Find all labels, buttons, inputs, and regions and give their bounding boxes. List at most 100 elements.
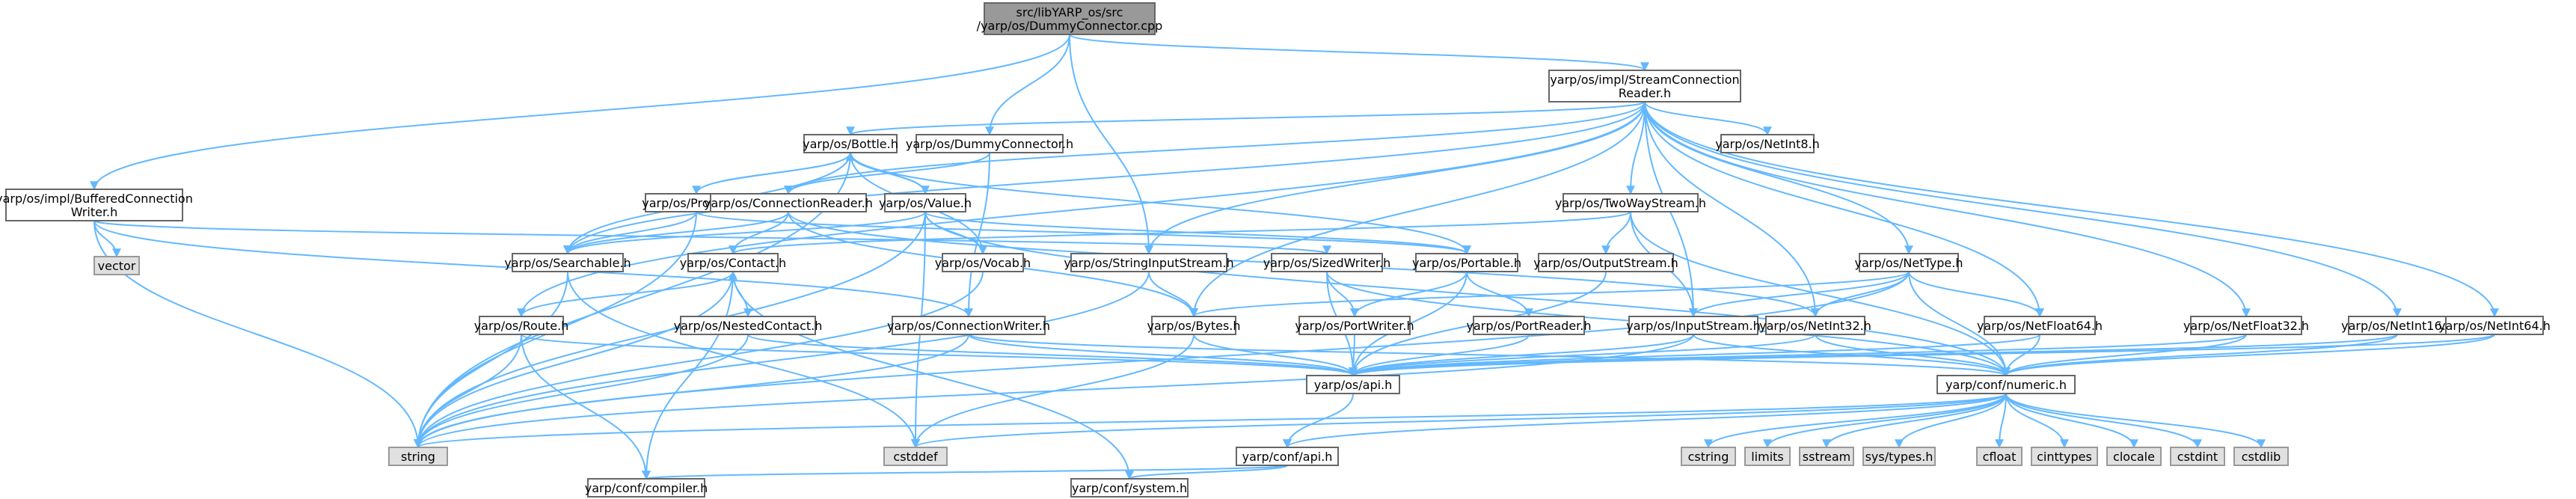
node-numeric[interactable]: yarp/conf/numeric.h	[1936, 375, 2076, 394]
edge-scr-to-netint16	[1644, 101, 2402, 318]
node-box-netint8	[1720, 134, 1815, 153]
node-label-route: yarp/os/Route.h	[474, 319, 569, 333]
edge-numeric-to-cstddef	[911, 393, 2007, 449]
node-label-sizedwriter: yarp/os/SizedWriter.h	[1263, 256, 1391, 270]
node-portreader[interactable]: yarp/os/PortReader.h	[1466, 316, 1592, 335]
node-box-limits	[1744, 447, 1791, 466]
node-twoway[interactable]: yarp/os/TwoWayStream.h	[1555, 193, 1706, 212]
edge-scr-to-route	[517, 101, 1646, 318]
edge-portable-to-portreader	[1466, 271, 1533, 318]
node-vocab[interactable]: yarp/os/Vocab.h	[935, 253, 1031, 272]
node-netint8[interactable]: yarp/os/NetInt8.h	[1715, 134, 1820, 153]
node-contact[interactable]: yarp/os/Contact.h	[680, 253, 786, 272]
edge-value-to-numeric	[924, 211, 2011, 377]
node-connreader[interactable]: yarp/os/ConnectionReader.h	[704, 193, 873, 212]
node-sizedwriter[interactable]: yarp/os/SizedWriter.h	[1263, 253, 1391, 272]
node-label-dummyh: yarp/os/DummyConnector.h	[906, 137, 1073, 151]
edge-route-to-contact	[521, 270, 737, 317]
node-box-nestedcontact	[680, 316, 816, 335]
node-box-nettype	[1859, 253, 1959, 272]
edge-vocab-to-string	[414, 271, 984, 449]
edge-portable-to-portwriter	[1350, 271, 1468, 318]
node-label-value: yarp/os/Value.h	[879, 196, 972, 210]
node-label-bytes: yarp/os/Bytes.h	[1147, 319, 1240, 333]
edge-numeric-to-confapi	[1283, 393, 2007, 449]
node-nettype[interactable]: yarp/os/NetType.h	[1855, 253, 1963, 272]
edge-route-to-compiler	[521, 334, 651, 480]
node-label-cinttypes: cinttypes	[2037, 450, 2092, 464]
edge-numeric-to-limits	[1763, 393, 2007, 449]
node-label-twoway: yarp/os/TwoWayStream.h	[1555, 196, 1706, 210]
edge-twoway-to-contact	[729, 211, 1631, 255]
node-label-portable: yarp/os/Portable.h	[1412, 256, 1521, 270]
node-box-portwriter	[1298, 316, 1411, 335]
edge-nettype-to-inputstream	[1689, 271, 1910, 318]
node-label-scr: yarp/os/impl/StreamConnection	[1550, 73, 1739, 87]
node-netfloat64[interactable]: yarp/os/NetFloat64.h	[1977, 316, 2103, 335]
node-netint64[interactable]: yarp/os/NetInt64.h	[2438, 316, 2551, 335]
node-netint32[interactable]: yarp/os/NetInt32.h	[1759, 316, 1871, 335]
node-label-connwriter: yarp/os/ConnectionWriter.h	[887, 319, 1050, 333]
node-nestedcontact[interactable]: yarp/os/NestedContact.h	[674, 316, 823, 335]
edge-buffered-to-sizedwriter	[93, 220, 1331, 255]
node-compiler[interactable]: yarp/conf/compiler.h	[585, 478, 708, 498]
edge-inputstream-to-string	[414, 334, 1694, 449]
edge-searchable-to-cstddef	[567, 271, 920, 449]
node-osapi[interactable]: yarp/os/api.h	[1306, 375, 1400, 394]
node-label-nettype: yarp/os/NetType.h	[1855, 256, 1963, 270]
node-value[interactable]: yarp/os/Value.h	[879, 193, 972, 212]
node-box-buffered	[5, 189, 183, 221]
node-bytes[interactable]: yarp/os/Bytes.h	[1147, 316, 1241, 335]
edge-scr-to-netint32	[1644, 101, 1820, 318]
node-box-compiler	[587, 478, 705, 498]
node-label-vocab: yarp/os/Vocab.h	[935, 256, 1031, 270]
node-box-connwriter	[892, 316, 1046, 335]
node-outputstream[interactable]: yarp/os/OutputStream.h	[1533, 253, 1678, 272]
node-label-portreader: yarp/os/PortReader.h	[1466, 319, 1591, 333]
node-sstream: sstream	[1799, 447, 1854, 466]
edge-netint64-to-numeric	[2002, 334, 2495, 377]
edge-stringinput-to-string	[414, 271, 1150, 449]
node-route[interactable]: yarp/os/Route.h	[474, 316, 569, 335]
node-label-netint16: yarp/os/NetInt16.h	[2341, 319, 2453, 333]
node-dummyh[interactable]: yarp/os/DummyConnector.h	[906, 134, 1073, 153]
node-label-nestedcontact: yarp/os/NestedContact.h	[674, 319, 823, 333]
node-box-confapi	[1236, 447, 1339, 466]
edge-scr-to-netint64	[1644, 101, 2499, 318]
node-inputstream[interactable]: yarp/os/InputStream.h	[1626, 316, 1761, 335]
node-box-cstdint	[2170, 447, 2225, 466]
node-label-vector: vector	[98, 259, 136, 273]
node-label-numeric: yarp/conf/numeric.h	[1945, 378, 2067, 392]
node-confapi[interactable]: yarp/conf/api.h	[1236, 447, 1339, 466]
node-box-portable	[1415, 253, 1518, 272]
edge-connreader-to-searchable	[563, 211, 789, 255]
node-system[interactable]: yarp/conf/system.h	[1070, 478, 1189, 498]
node-label-cstdlib: cstdlib	[2242, 450, 2281, 464]
node-label-searchable: yarp/os/Searchable.h	[504, 256, 631, 270]
edge-numeric-to-string	[414, 393, 2007, 449]
node-label-netfloat32: yarp/os/NetFloat32.h	[2183, 319, 2309, 333]
node-stringinput[interactable]: yarp/os/StringInputStream.h	[1064, 253, 1234, 272]
node-connwriter[interactable]: yarp/os/ConnectionWriter.h	[887, 316, 1050, 335]
node-netfloat32[interactable]: yarp/os/NetFloat32.h	[2183, 316, 2309, 335]
edge-connwriter-to-osapi	[968, 334, 1358, 377]
node-searchable[interactable]: yarp/os/Searchable.h	[504, 253, 631, 272]
node-portable[interactable]: yarp/os/Portable.h	[1412, 253, 1521, 272]
node-root[interactable]: src/libYARP_os/src/yarp/os/DummyConnecto…	[977, 2, 1163, 35]
node-label-limits: limits	[1751, 450, 1784, 464]
node-label-netint64: yarp/os/NetInt64.h	[2438, 319, 2551, 333]
node-bottle[interactable]: yarp/os/Bottle.h	[803, 134, 898, 153]
edge-scr-to-bytes	[1189, 101, 1646, 318]
node-label-root: /yarp/os/DummyConnector.cpp	[977, 19, 1163, 33]
node-box-osapi	[1306, 375, 1400, 394]
node-portwriter[interactable]: yarp/os/PortWriter.h	[1295, 316, 1414, 335]
node-box-vocab	[942, 253, 1024, 272]
edge-twoway-to-outputstream	[1601, 211, 1631, 255]
edge-dummyh-to-connwriter	[964, 152, 990, 318]
node-netint16[interactable]: yarp/os/NetInt16.h	[2341, 316, 2453, 335]
edge-scr-to-stringinput	[1144, 101, 1646, 255]
node-box-system	[1070, 478, 1189, 498]
